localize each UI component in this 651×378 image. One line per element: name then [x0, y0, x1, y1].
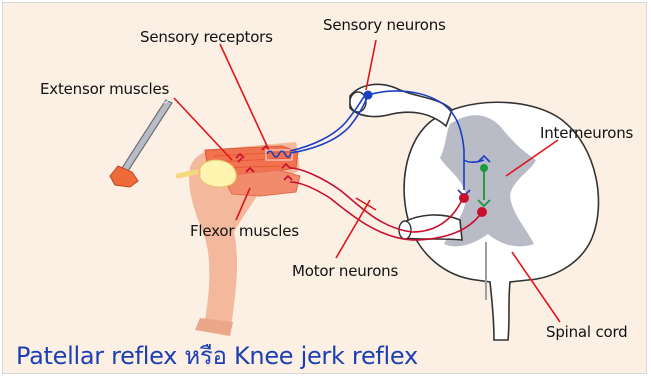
motor-cell-body-1: [459, 193, 469, 203]
pointer-sensory-neurons: [366, 40, 376, 90]
label-spinal-cord: Spinal cord: [546, 323, 628, 341]
label-flexor-muscles: Flexor muscles: [190, 222, 299, 240]
label-sensory-receptors: Sensory receptors: [140, 28, 273, 46]
pointer-sensory-receptors: [220, 44, 268, 148]
label-motor-neurons: Motor neurons: [292, 262, 398, 280]
kneecap: [178, 160, 236, 187]
reflex-hammer: [110, 99, 172, 187]
motor-cell-body-2: [477, 207, 487, 217]
sensory-cell-body: [364, 91, 373, 100]
label-extensor-muscles: Extensor muscles: [40, 80, 169, 98]
label-sensory-neurons: Sensory neurons: [323, 16, 446, 34]
label-interneurons: Interneurons: [540, 124, 633, 142]
hammer-head: [110, 166, 138, 187]
pointer-extensor-muscles: [174, 98, 232, 160]
pointer-motor-neurons: [336, 200, 370, 258]
diagram-caption: Patellar reflex หรือ Knee jerk reflex: [16, 336, 418, 375]
